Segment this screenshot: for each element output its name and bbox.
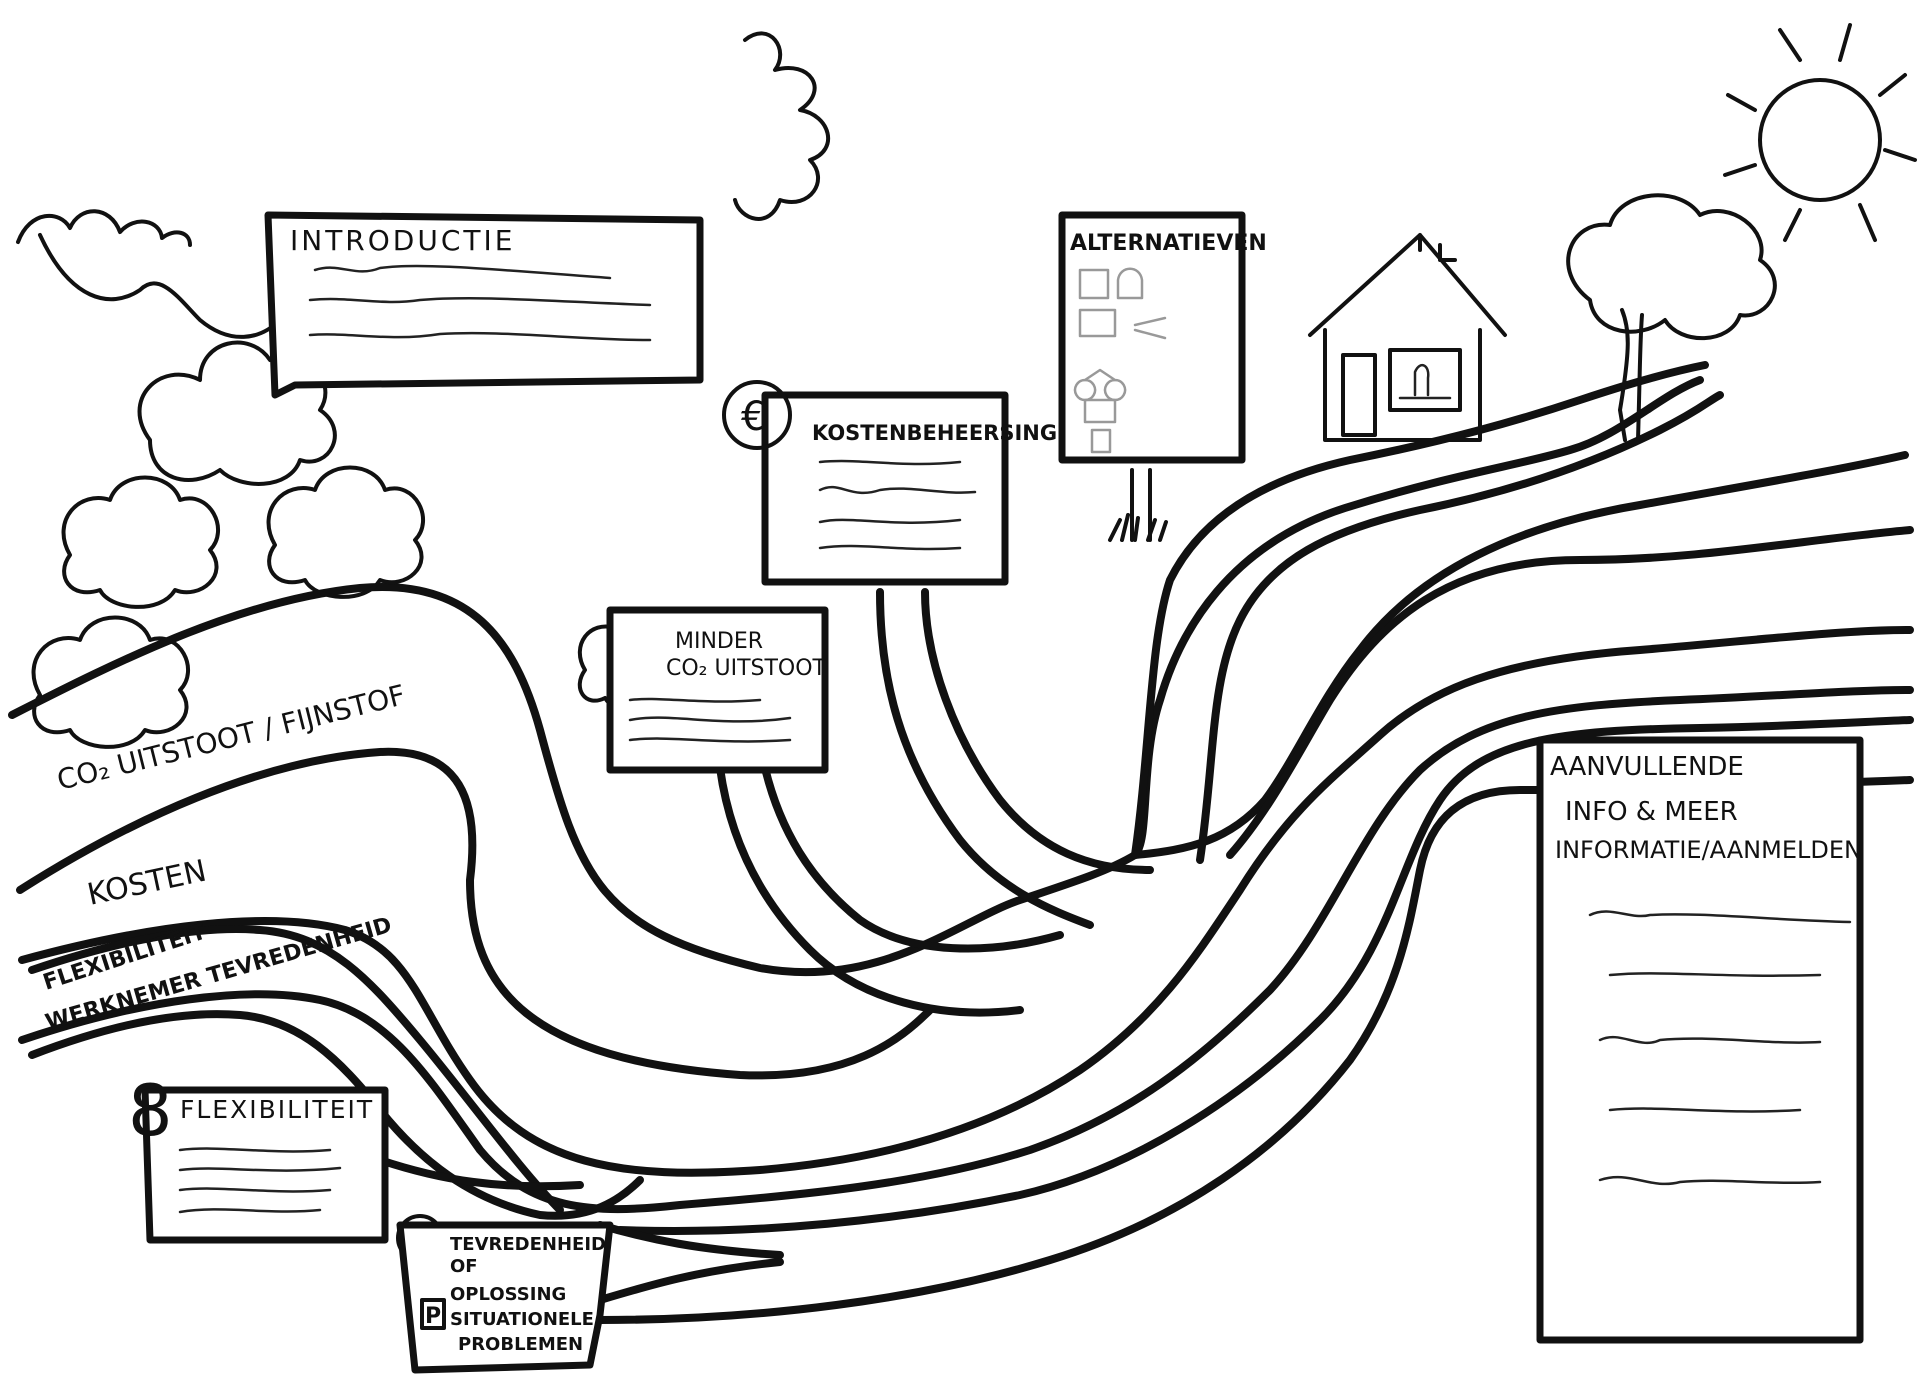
scribble	[1608, 1107, 1802, 1113]
alternatieven-box	[1058, 211, 1246, 464]
bush-4	[31, 615, 191, 749]
road-edge-upper-inner	[16, 747, 934, 1080]
label-tevreden-5: PROBLEMEN	[458, 1334, 583, 1355]
grass-icon	[1108, 513, 1168, 542]
label-tevreden-1: TEVREDENHEID	[450, 1234, 606, 1255]
road-flex-top	[28, 925, 564, 1214]
branch-co2	[716, 764, 1024, 1017]
scribble	[178, 1166, 342, 1172]
car-icon	[1078, 308, 1117, 338]
scribble	[628, 737, 792, 743]
bush-1	[137, 340, 337, 486]
label-tevreden-3: OPLOSSING	[450, 1284, 566, 1305]
eight-symbol: 8	[128, 1070, 173, 1152]
label-minder-2: CO₂ UITSTOOT	[666, 656, 827, 681]
placeholder-scribbles	[178, 264, 1852, 1214]
scribble	[178, 1187, 332, 1193]
road-alternatieven-2	[1196, 391, 1724, 864]
car-2-icon	[1083, 398, 1117, 424]
bell-icon	[1116, 267, 1144, 300]
label-tevreden-2: OF	[450, 1256, 478, 1277]
label-introductie: INTRODUCTIE	[290, 224, 515, 257]
scribble	[818, 544, 962, 551]
label-kosten: KOSTEN	[84, 854, 209, 913]
scribble	[818, 459, 962, 466]
introductie-box	[264, 211, 704, 399]
bush-2	[61, 475, 221, 609]
branch-co2-2	[761, 764, 1064, 953]
scribble	[308, 331, 652, 342]
euro-coin-icon	[722, 380, 792, 450]
label-kostenbeheersing: KOSTENBEHEERSING	[812, 421, 1057, 445]
euro-symbol: €	[741, 394, 766, 440]
scribble	[1608, 972, 1822, 977]
label-aanv-3: INFORMATIE/AANMELDEN	[1555, 836, 1862, 864]
branch-tevredenheid-2	[596, 1258, 784, 1304]
sun-icon	[1758, 78, 1882, 202]
swap-arrows-icon	[1133, 316, 1167, 340]
bus-icon	[1078, 268, 1110, 300]
train-icon	[1090, 428, 1112, 454]
label-alternatieven: ALTERNATIEVEN	[1070, 231, 1267, 256]
scribble	[178, 1147, 332, 1153]
road-edge-right-2	[1226, 526, 1914, 859]
scribble	[628, 716, 792, 723]
branch-kosten	[876, 588, 1094, 929]
parking-icon	[420, 1298, 446, 1330]
label-minder-1: MINDER	[675, 629, 763, 654]
sun-rays	[1723, 23, 1917, 242]
person-at-desk-icon	[1398, 363, 1452, 400]
tree-crown	[1566, 193, 1777, 341]
scribble	[818, 518, 962, 524]
label-tevreden-4: SITUATIONELE	[450, 1309, 594, 1330]
scribble	[1588, 910, 1852, 924]
road-edge-middle-bottom	[18, 686, 1914, 1214]
road-alternatieven-1	[1131, 361, 1709, 859]
road-edge-top	[8, 376, 1704, 977]
cloud-top-center	[733, 31, 831, 221]
aanvullende-box	[1536, 736, 1864, 1344]
branch-flex	[376, 1156, 584, 1191]
scribble	[178, 1208, 322, 1214]
scribble	[628, 697, 762, 703]
tree-trunk	[1618, 308, 1644, 442]
flexibiliteit-box	[141, 1086, 389, 1244]
signpost-legs	[1130, 468, 1152, 542]
label-aanv-2: INFO & MEER	[1565, 797, 1738, 827]
cloud-top-left-swirl	[38, 233, 282, 339]
label-aanv-1: AANVULLENDE	[1550, 752, 1744, 782]
road-edge-right-1	[1131, 451, 1909, 859]
road-edge-lower-top	[616, 716, 1914, 1235]
scribble	[308, 297, 652, 307]
scribble	[1598, 1035, 1822, 1045]
branch-kosten-2	[921, 588, 1154, 874]
scribble	[313, 264, 612, 280]
roads	[8, 361, 1914, 1324]
scribble	[818, 485, 977, 495]
bush-3	[266, 465, 426, 599]
road-edge-middle-top	[18, 626, 1914, 1177]
house-door	[1341, 353, 1377, 437]
info-boxes	[141, 211, 1864, 1374]
house-icon	[1308, 233, 1507, 442]
scribble	[1598, 1175, 1822, 1186]
label-flex-box: FLEXIBILITEIT	[180, 1095, 374, 1124]
minder-co2-box	[606, 606, 829, 774]
tevredenheid-box	[396, 1221, 614, 1374]
branch-tevredenheid	[596, 1221, 784, 1259]
house-window	[1388, 348, 1462, 412]
cloud-top-left	[16, 209, 192, 247]
label-co2: CO₂ UITSTOOT / FIJNSTOF	[54, 678, 409, 796]
parking-letter: P	[425, 1304, 441, 1329]
